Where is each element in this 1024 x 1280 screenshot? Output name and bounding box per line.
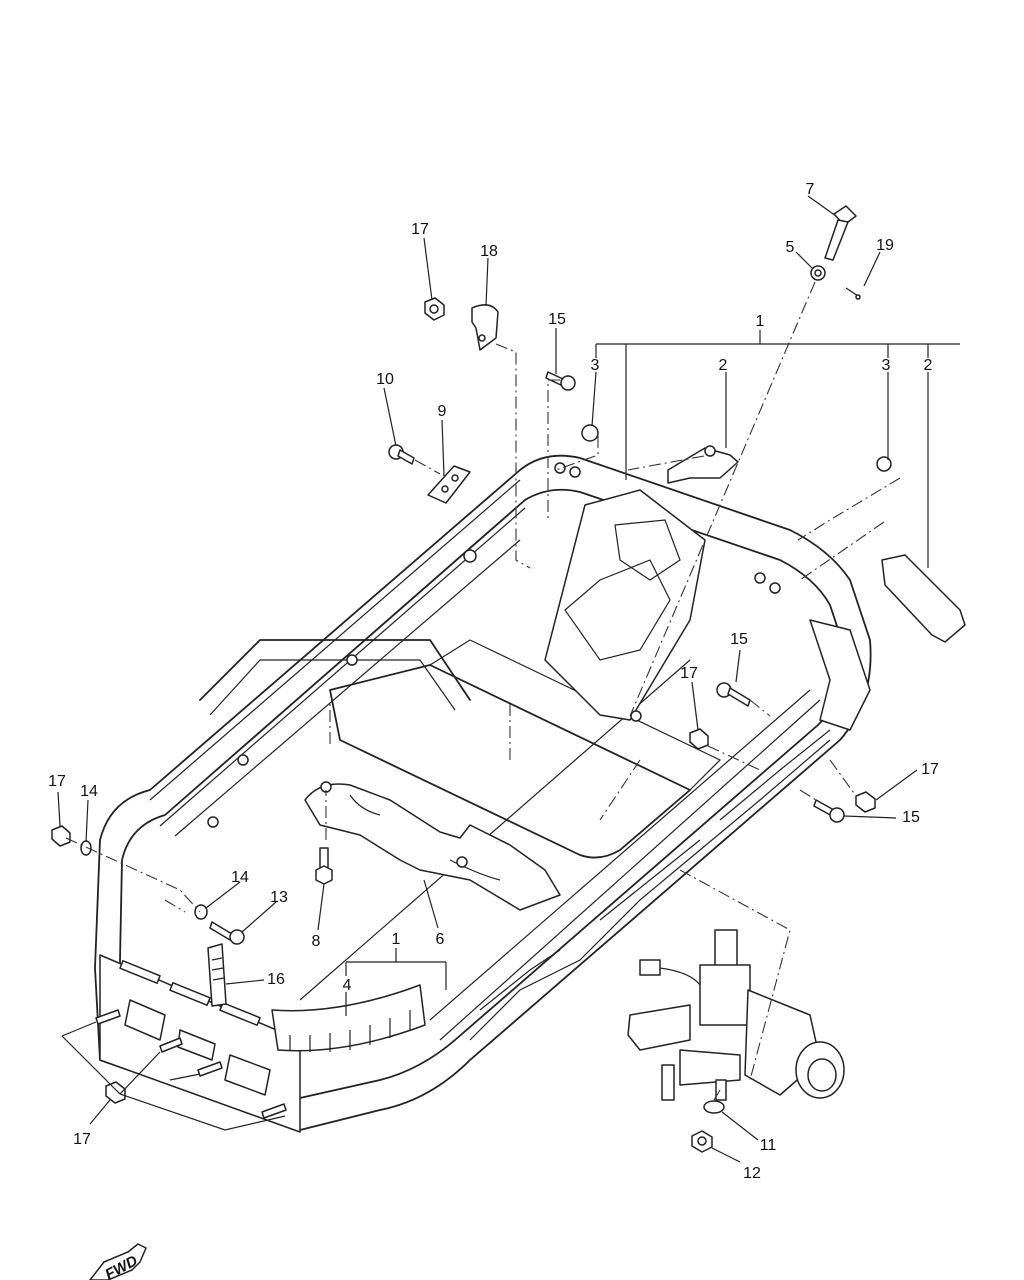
callout-3: 3 [591, 357, 600, 374]
bolt-13 [209, 921, 245, 945]
nut-17-mid [689, 728, 709, 750]
callout-14: 14 [80, 783, 98, 800]
callout-1: 1 [392, 931, 401, 948]
plate-2-left [667, 445, 739, 484]
footpad-part [271, 984, 426, 1052]
callout-15: 15 [902, 809, 920, 826]
callout-10: 10 [376, 371, 394, 388]
nut-17-bottom [105, 1081, 126, 1104]
nut-17-top [424, 297, 445, 321]
stud-8 [315, 847, 333, 885]
callout-2: 2 [719, 357, 728, 374]
callout-5: 5 [786, 239, 795, 256]
grommet-3-right [876, 456, 892, 472]
callout-8: 8 [312, 933, 321, 950]
nut-17-left [51, 825, 71, 847]
underguard-part [304, 781, 561, 911]
callout-6: 6 [436, 931, 445, 948]
front-studs [95, 1009, 287, 1119]
bolt-10 [388, 444, 415, 465]
callout-17: 17 [48, 773, 66, 790]
washer-14-mid [194, 904, 208, 920]
callout-4: 4 [343, 977, 352, 994]
grommet-3-left [581, 424, 599, 442]
assembly-lines [61, 281, 901, 1131]
callout-12: 12 [743, 1165, 761, 1182]
fwd-arrow-icon: FWD [89, 1243, 147, 1280]
callout-1: 1 [756, 313, 765, 330]
bolt-15-low [813, 799, 845, 823]
callout-15: 15 [730, 631, 748, 648]
callout-11: 11 [760, 1137, 777, 1154]
bolt-15-top [545, 371, 576, 391]
leader-lines [57, 195, 960, 1163]
callout-3: 3 [882, 357, 891, 374]
washer-5 [810, 265, 826, 281]
clip-16 [207, 943, 227, 1007]
nut-12 [691, 1130, 713, 1153]
callout-labels: 17 18 15 10 9 7 5 19 1 3 2 3 2 15 17 17 … [48, 181, 939, 1182]
callout-18: 18 [480, 243, 498, 260]
washer-14-left [80, 840, 92, 856]
washer-11 [703, 1100, 725, 1114]
callout-19: 19 [876, 237, 894, 254]
callout-2: 2 [924, 357, 933, 374]
callout-16: 16 [267, 971, 285, 988]
callout-7: 7 [806, 181, 815, 198]
plate-9 [427, 465, 471, 504]
plate-2-right [881, 554, 966, 643]
callout-15: 15 [548, 311, 566, 328]
pin-19 [845, 287, 861, 300]
bolt-7 [824, 205, 857, 261]
callout-17: 17 [921, 761, 939, 778]
callout-17: 17 [680, 665, 698, 682]
nut-17-right [855, 791, 876, 813]
callout-9: 9 [438, 403, 447, 420]
clamp-18 [471, 304, 499, 351]
bolt-15-mid [716, 682, 751, 707]
callout-17: 17 [411, 221, 429, 238]
callout-14: 14 [231, 869, 249, 886]
callout-13: 13 [270, 889, 288, 906]
callout-17: 17 [73, 1131, 91, 1148]
steering-motor-assembly [627, 929, 845, 1101]
frame-assembly [94, 454, 872, 1133]
